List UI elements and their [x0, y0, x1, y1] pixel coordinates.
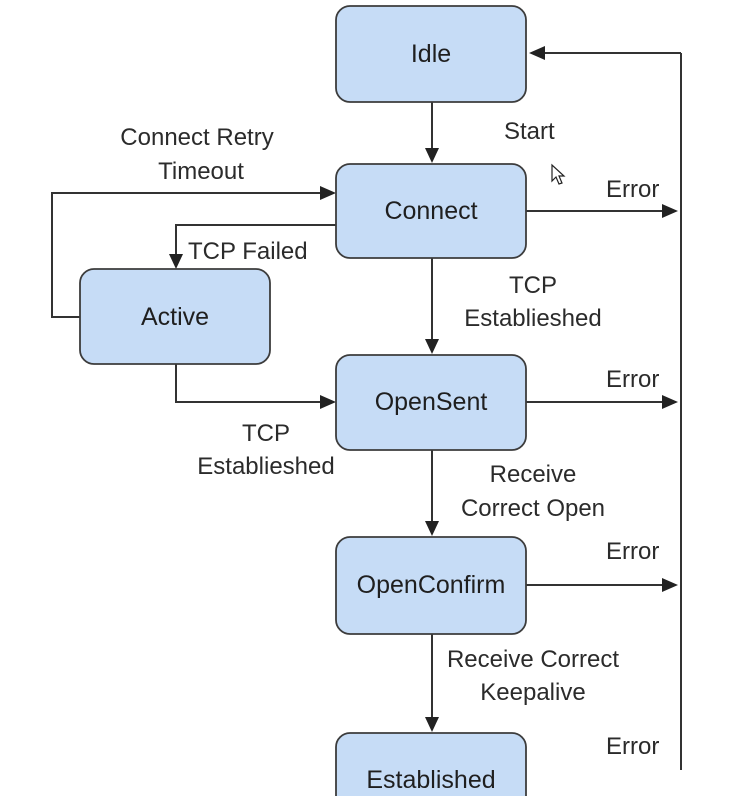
arrowhead-active-to-opensent: [320, 395, 336, 409]
arrowhead-to-openconfirm: [425, 521, 439, 536]
label-tcp-est-left-line1: TCP: [242, 420, 290, 447]
arrowhead-error-to-idle: [529, 46, 545, 60]
connector-lines: [51, 52, 682, 770]
arrowhead-to-established: [425, 717, 439, 732]
label-start: Start: [504, 118, 555, 145]
label-error-established: Error: [606, 733, 659, 760]
edge-active-connect: [51, 192, 322, 318]
label-tcp-failed: TCP Failed: [188, 238, 308, 265]
label-receive-keepalive-line1: Receive Correct: [447, 646, 619, 673]
state-established-label: Established: [366, 766, 495, 794]
label-tcp-est-left-line2: Establieshed: [197, 453, 334, 480]
arrowhead-to-connect: [425, 148, 439, 163]
state-openconfirm: OpenConfirm: [335, 536, 527, 635]
arrowheads: [169, 46, 678, 732]
label-receive-keepalive-line2: Keepalive: [480, 679, 585, 706]
state-established: Established: [335, 732, 527, 796]
transition-labels: Start Connect Retry Timeout TCP Failed T…: [120, 118, 659, 760]
arrowhead-error-openconfirm: [662, 578, 678, 592]
label-error-openconfirm: Error: [606, 538, 659, 565]
state-connect-label: Connect: [384, 197, 477, 225]
edge-active-opensent: [175, 364, 322, 403]
arrowhead-error-opensent: [662, 395, 678, 409]
label-receive-open-line1: Receive: [490, 461, 577, 488]
state-openconfirm-label: OpenConfirm: [357, 571, 506, 599]
label-connect-retry-line1: Connect Retry: [120, 124, 273, 151]
state-active: Active: [79, 268, 271, 365]
arrowhead-to-active: [169, 254, 183, 269]
arrowhead-to-opensent: [425, 339, 439, 354]
label-error-opensent: Error: [606, 366, 659, 393]
label-tcp-est-right-line1: TCP: [509, 272, 557, 299]
arrowhead-retry-to-connect: [320, 186, 336, 200]
edge-connect-active: [175, 224, 336, 256]
label-connect-retry-line2: Timeout: [158, 158, 244, 185]
label-error-connect: Error: [606, 176, 659, 203]
label-receive-open-line2: Correct Open: [461, 495, 605, 522]
state-opensent: OpenSent: [335, 354, 527, 451]
state-idle-label: Idle: [411, 40, 451, 68]
state-active-label: Active: [141, 303, 209, 331]
state-idle: Idle: [335, 5, 527, 103]
mouse-cursor-icon: [551, 163, 566, 185]
label-tcp-est-right-line2: Establieshed: [464, 305, 601, 332]
state-opensent-label: OpenSent: [375, 388, 488, 416]
state-connect: Connect: [335, 163, 527, 259]
arrowhead-error-connect: [662, 204, 678, 218]
